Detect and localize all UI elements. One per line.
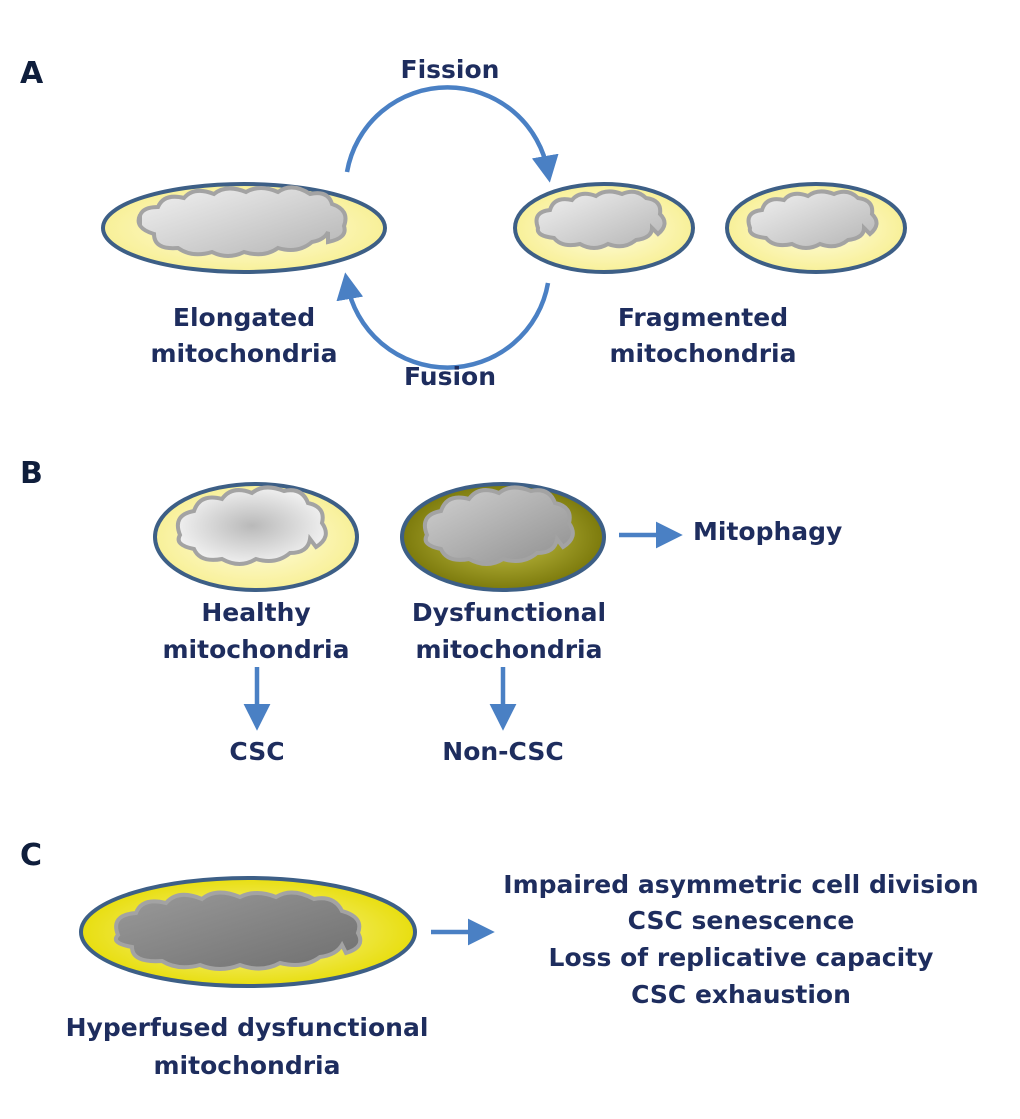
dysfunctional-label-line1: Dysfunctional bbox=[412, 598, 606, 627]
hyperfused-mitochondrion bbox=[79, 876, 417, 988]
outcome-item-3: Loss of replicative capacity bbox=[549, 943, 934, 972]
mitophagy-label: Mitophagy bbox=[693, 517, 842, 546]
fragmented-label-line1: Fragmented bbox=[618, 303, 788, 332]
outcome-item-4: CSC exhaustion bbox=[631, 980, 851, 1009]
hyperfused-label-line1: Hyperfused dysfunctional bbox=[66, 1013, 429, 1042]
healthy-label-line2: mitochondria bbox=[163, 635, 350, 664]
csc-label: CSC bbox=[229, 737, 284, 766]
non-csc-label: Non-CSC bbox=[442, 737, 563, 766]
healthy-label-line1: Healthy bbox=[201, 598, 310, 627]
fission-arrow bbox=[344, 85, 559, 183]
dysfunctional-mitochondrion bbox=[400, 482, 606, 592]
elongated-label-line1: Elongated bbox=[173, 303, 315, 332]
hyperfused-label-line2: mitochondria bbox=[154, 1051, 341, 1080]
fragmented-label-line2: mitochondria bbox=[610, 339, 797, 368]
outcome-item-1: Impaired asymmetric cell division bbox=[503, 870, 978, 899]
healthy-mitochondrion bbox=[153, 482, 359, 592]
elongated-mitochondrion bbox=[101, 182, 387, 274]
elongated-label-line2: mitochondria bbox=[151, 339, 338, 368]
panel-letter-b: B bbox=[20, 456, 43, 491]
panel-letter-c: C bbox=[20, 838, 42, 873]
fission-label: Fission bbox=[401, 55, 500, 84]
dysfunctional-label-line2: mitochondria bbox=[416, 635, 603, 664]
panel-letter-a: A bbox=[20, 56, 44, 91]
outcome-item-2: CSC senescence bbox=[628, 906, 855, 935]
fusion-label: Fusion bbox=[404, 362, 496, 391]
fragmented-mitochondrion-2 bbox=[725, 182, 907, 274]
fusion-arrow bbox=[336, 272, 551, 370]
fragmented-mitochondrion-1 bbox=[513, 182, 695, 274]
